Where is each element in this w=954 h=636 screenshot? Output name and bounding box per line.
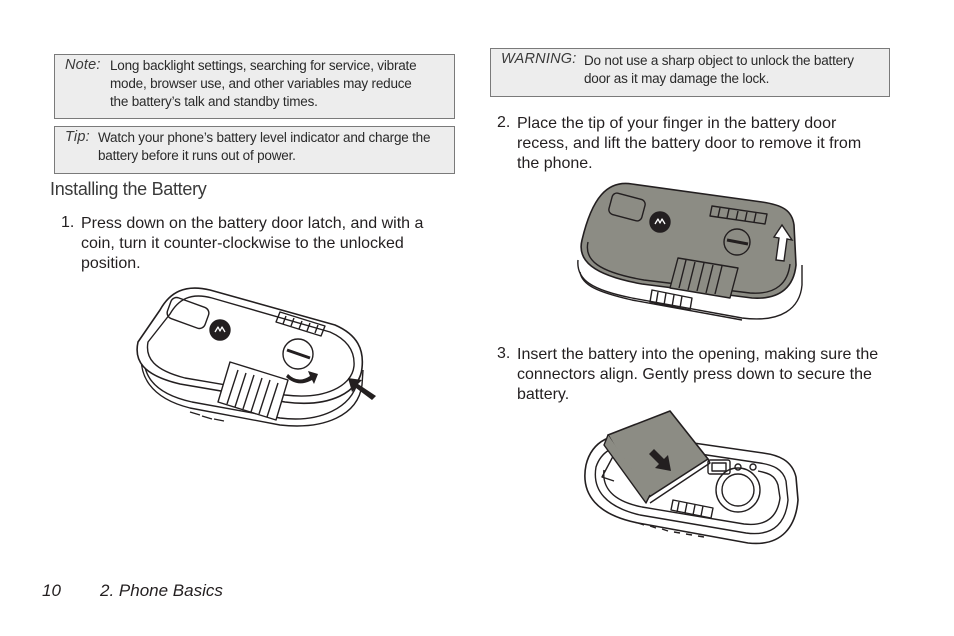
warning-box: WARNING: Do not use a sharp object to un… bbox=[490, 48, 890, 97]
step-3-number: 3. bbox=[497, 345, 511, 362]
section-heading: Installing the Battery bbox=[50, 179, 207, 199]
step-3-line-1: Insert the battery into the opening, mak… bbox=[517, 346, 879, 363]
step-1-line-1: Press down on the battery door latch, an… bbox=[81, 215, 424, 232]
step-3-line-2: connectors align. Gently press down to s… bbox=[517, 366, 872, 383]
tip-box: Tip: Watch your phone’s battery level in… bbox=[54, 126, 455, 174]
step-2-line-2: recess, and lift the battery door to rem… bbox=[517, 135, 862, 152]
step-2-line-1: Place the tip of your finger in the batt… bbox=[517, 115, 837, 132]
step-3-text: Insert the battery into the opening, mak… bbox=[517, 345, 878, 405]
note-label: Note: bbox=[65, 57, 101, 73]
tip-line-2: battery before it runs out of power. bbox=[98, 148, 296, 163]
step-1-number: 1. bbox=[61, 214, 75, 231]
step-3-line-3: battery. bbox=[517, 386, 570, 403]
note-line-2: mode, browser use, and other variables m… bbox=[110, 76, 412, 91]
footer-section: 2. Phone Basics bbox=[100, 581, 223, 600]
step-2-text: Place the tip of your finger in the batt… bbox=[517, 114, 861, 174]
step-1-line-2: coin, turn it counter-clockwise to the u… bbox=[81, 235, 404, 252]
step-1-line-3: position. bbox=[81, 255, 141, 272]
page-number: 10 bbox=[42, 581, 61, 600]
warning-line-2: door as it may damage the lock. bbox=[584, 71, 770, 86]
warning-line-1: Do not use a sharp object to unlock the … bbox=[584, 53, 854, 68]
battery-door-latch-illustration bbox=[136, 287, 376, 427]
lift-battery-door-illustration bbox=[577, 182, 803, 321]
tip-line-1: Watch your phone’s battery level indicat… bbox=[98, 130, 431, 145]
tip-label: Tip: bbox=[65, 129, 90, 145]
step-2-line-3: the phone. bbox=[517, 155, 593, 172]
step-2-number: 2. bbox=[497, 114, 511, 131]
note-line-3: the battery’s talk and standby times. bbox=[110, 94, 318, 109]
step-1-text: Press down on the battery door latch, an… bbox=[81, 214, 423, 274]
note-box: Note: Long backlight settings, searching… bbox=[54, 54, 455, 119]
note-line-1: Long backlight settings, searching for s… bbox=[110, 58, 417, 73]
insert-battery-illustration bbox=[584, 410, 799, 545]
warning-label: WARNING: bbox=[501, 51, 577, 67]
